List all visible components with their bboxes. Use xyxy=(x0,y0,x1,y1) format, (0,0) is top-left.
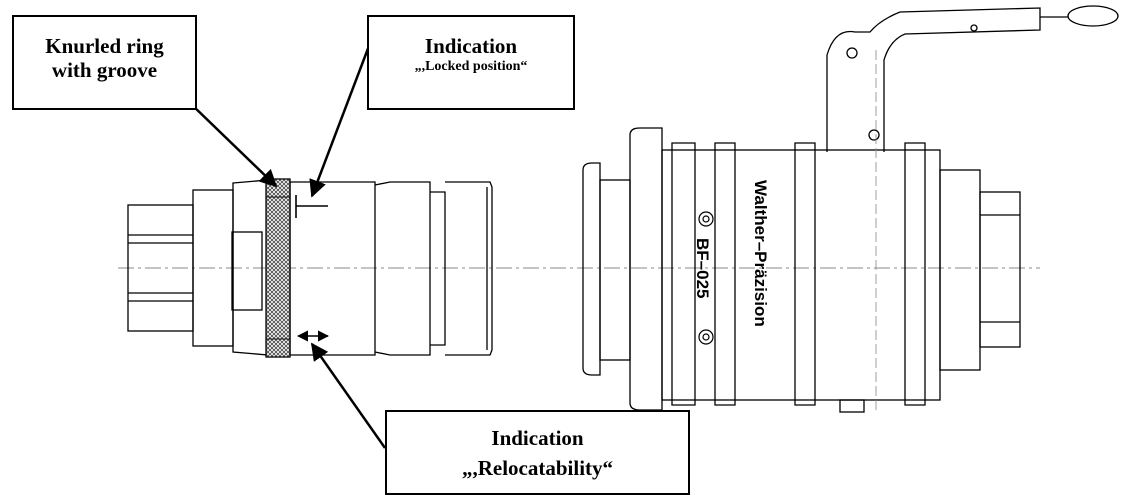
knurled-leader-line xyxy=(189,102,278,188)
locked-indicator-mark xyxy=(295,195,328,218)
locked-callout-line1: Indication xyxy=(424,34,518,58)
knurled-ring-callout: Knurled ring with groove xyxy=(12,15,197,110)
knurled-callout-line2: with groove xyxy=(51,58,158,82)
knurled-callout-line1: Knurled ring xyxy=(45,34,164,58)
locked-callout-line2: „,Locked position“ xyxy=(414,59,528,74)
locked-leader-line xyxy=(309,37,374,198)
screw-icon xyxy=(698,329,714,345)
coupling-body xyxy=(582,5,1119,413)
relocatability-callout-line2: „,Relocatability“ xyxy=(461,456,614,480)
screw-icon xyxy=(698,211,714,227)
coupling-brand-text: Walther–Präzision xyxy=(751,180,770,327)
locked-position-callout: Indication „,Locked position“ xyxy=(367,15,575,110)
knurled-ring xyxy=(265,178,291,358)
relocatability-callout: Indication „,Relocatability“ xyxy=(385,410,690,495)
relocatability-callout-line1: Indication xyxy=(491,426,584,450)
relocatability-leader-line xyxy=(310,342,387,449)
coupling-model-text: BF–025 xyxy=(693,238,712,298)
